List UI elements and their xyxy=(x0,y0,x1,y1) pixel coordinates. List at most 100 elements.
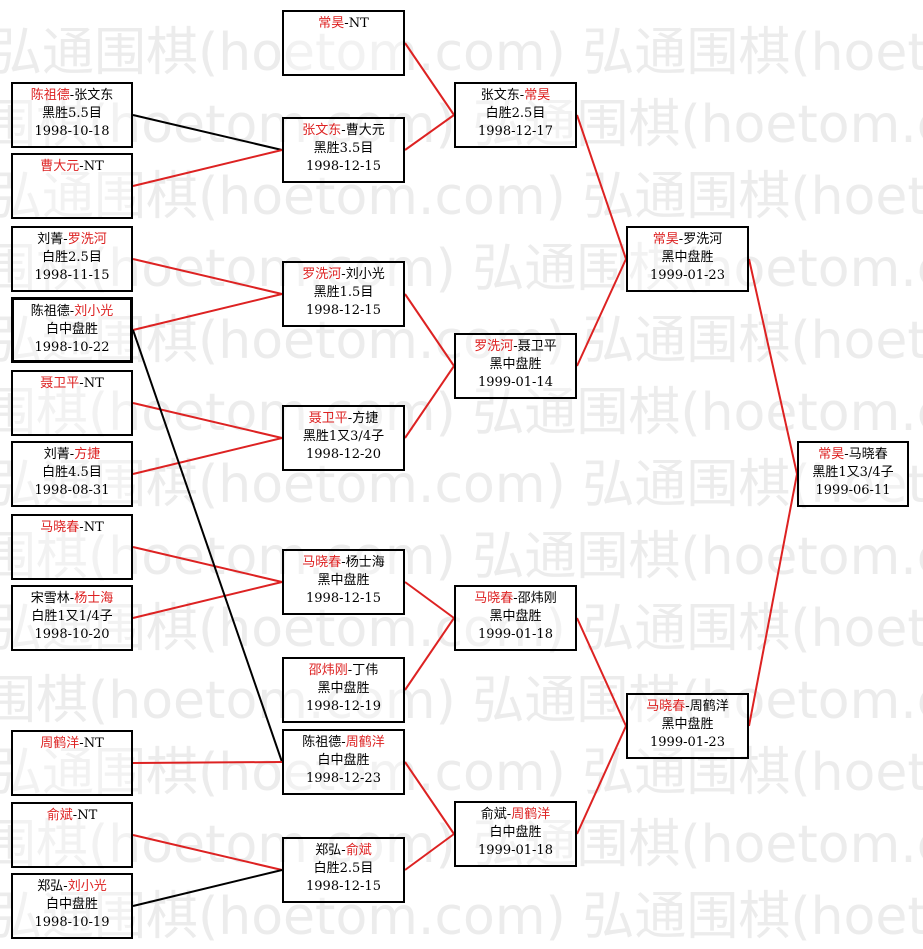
player-1-name: 常昊 xyxy=(652,232,679,247)
connector-r3b-r4a xyxy=(576,258,627,367)
match-date: 1998-10-20 xyxy=(34,627,110,642)
match-date: 1998-12-20 xyxy=(306,447,381,462)
match-players: 常昊-罗洗河 xyxy=(628,231,747,249)
watermark-text: 弘通围棋(hoetom.com) 弘通围棋(hoetom.com) 弘通围棋(h… xyxy=(0,23,923,83)
watermark-text: 弘通围棋(hoetom.com) 弘通围棋(hoetom.com) 弘通围棋(h… xyxy=(0,527,923,587)
connector-r1c-r2c xyxy=(132,258,283,295)
match-players: 陈祖德-刘小光 xyxy=(14,303,130,321)
vs-dash: - xyxy=(72,808,78,823)
connector-r1f-r2d xyxy=(132,437,283,475)
match-result: 黑中盘胜 xyxy=(317,681,370,696)
vs-dash: - xyxy=(506,807,512,822)
player-1-name: 刘菁 xyxy=(43,447,70,462)
match-players: 罗洗河-聂卫平 xyxy=(456,338,575,356)
watermark-text: 弘通围棋(hoetom.com) 弘通围棋(hoetom.com) 弘通围棋(h… xyxy=(0,455,923,515)
vs-dash: - xyxy=(79,159,84,174)
player-1-name: 俞斌 xyxy=(46,808,73,823)
connector-r1b-r2b xyxy=(132,149,283,187)
connector-r1d-r2c xyxy=(132,293,283,331)
vs-dash: - xyxy=(347,663,353,678)
match-players: 马晓春-杨士海 xyxy=(284,554,403,572)
player-2-name: 刘小光 xyxy=(345,267,385,282)
connector-r1i-r2g xyxy=(132,761,283,764)
match-r1-chen-zhang: 陈祖德-张文东黑胜5.5目 1998-10-18 xyxy=(11,82,133,148)
watermark-text: 弘通围棋(hoetom.com) 弘通围棋(hoetom.com) 弘通围棋(h… xyxy=(0,95,923,155)
match-result: 黑中盘胜 xyxy=(317,573,370,588)
match-players: 宋雪林-杨士海 xyxy=(13,590,131,608)
player-2-name: 罗洗河 xyxy=(67,232,107,247)
player-1-name: 宋雪林 xyxy=(30,591,70,606)
match-players: 马晓春-NT xyxy=(13,519,131,537)
vs-dash: - xyxy=(341,555,346,570)
vs-dash: - xyxy=(685,699,690,714)
player-1-name: 刘菁 xyxy=(37,232,64,247)
match-r1-liu-luo: 刘菁-罗洗河白胜2.5目 1998-11-15 xyxy=(11,226,133,292)
match-r1-zheng-liu: 郑弘-刘小光白中盘胜 1998-10-19 xyxy=(11,873,133,939)
vs-dash: - xyxy=(341,843,346,858)
match-players: 郑弘-刘小光 xyxy=(13,878,131,896)
vs-dash: - xyxy=(678,232,684,247)
player-2-name: 刘小光 xyxy=(67,879,107,894)
player-1-name: 马晓春 xyxy=(40,520,80,535)
connector-r2a-r3a xyxy=(404,42,455,116)
connector-r4a-f1 xyxy=(748,258,798,475)
connector-r1a-r2b xyxy=(132,114,283,151)
vs-dash: - xyxy=(79,376,84,391)
match-result: 白胜2.5目 xyxy=(485,106,546,121)
vs-dash: - xyxy=(341,123,346,138)
player-1-name: 聂卫平 xyxy=(40,376,80,391)
match-date: 1999-06-11 xyxy=(815,483,891,498)
player-1-name: 俞斌 xyxy=(480,807,507,822)
match-date: 1998-08-31 xyxy=(34,483,110,498)
match-players: 张文东-曹大元 xyxy=(284,122,403,140)
watermark-text: 弘通围棋(hoetom.com) 弘通围棋(hoetom.com) 弘通围棋(h… xyxy=(0,167,923,227)
vs-dash: - xyxy=(63,232,68,247)
vs-dash: - xyxy=(79,520,84,535)
connector-r2g-r3d xyxy=(404,761,455,835)
connector-r2f-r3c xyxy=(404,617,455,691)
player-1-name: 常昊 xyxy=(818,447,845,462)
connector-r1d-r2g xyxy=(132,329,283,763)
match-result: 黑胜5.5目 xyxy=(42,106,102,121)
player-1-name: 马晓春 xyxy=(646,699,686,714)
match-date: 1998-11-15 xyxy=(34,268,110,283)
player-2-name: NT xyxy=(348,16,369,31)
match-result: 黑中盘胜 xyxy=(489,609,542,624)
player-1-name: 马晓春 xyxy=(474,591,514,606)
vs-dash: - xyxy=(844,447,849,462)
match-players: 陈祖德-张文东 xyxy=(13,87,131,105)
match-date: 1998-10-19 xyxy=(34,915,110,930)
match-players: 张文东-常昊 xyxy=(456,87,575,105)
match-result: 白胜2.5目 xyxy=(42,250,102,265)
vs-dash: - xyxy=(69,304,75,319)
match-players: 周鹤洋-NT xyxy=(13,735,131,753)
match-result: 白中盘胜 xyxy=(45,322,98,337)
player-1-name: 张文东 xyxy=(480,88,520,103)
connector-r1e-r2d xyxy=(132,402,283,439)
player-2-name: 方捷 xyxy=(352,411,379,426)
player-2-name: 俞斌 xyxy=(345,843,372,858)
player-2-name: NT xyxy=(83,520,104,535)
match-result: 黑中盘胜 xyxy=(489,357,542,372)
match-players: 马晓春-邵炜刚 xyxy=(456,590,575,608)
match-r1-yu-nt: 俞斌-NT xyxy=(11,802,133,868)
match-date: 1998-10-18 xyxy=(34,124,110,139)
player-2-name: 聂卫平 xyxy=(517,339,557,354)
match-r2-chang-nt: 常昊-NT xyxy=(282,10,405,76)
vs-dash: - xyxy=(69,88,75,103)
watermark-text: 弘通围棋(hoetom.com) 弘通围棋(hoetom.com) 弘通围棋(h… xyxy=(0,887,923,947)
match-result: 白中盘胜 xyxy=(45,897,98,912)
match-date: 1999-01-14 xyxy=(478,375,553,390)
match-result: 黑胜1.5目 xyxy=(313,285,374,300)
match-players: 马晓春-周鹤洋 xyxy=(628,698,747,716)
player-1-name: 罗洗河 xyxy=(302,267,342,282)
